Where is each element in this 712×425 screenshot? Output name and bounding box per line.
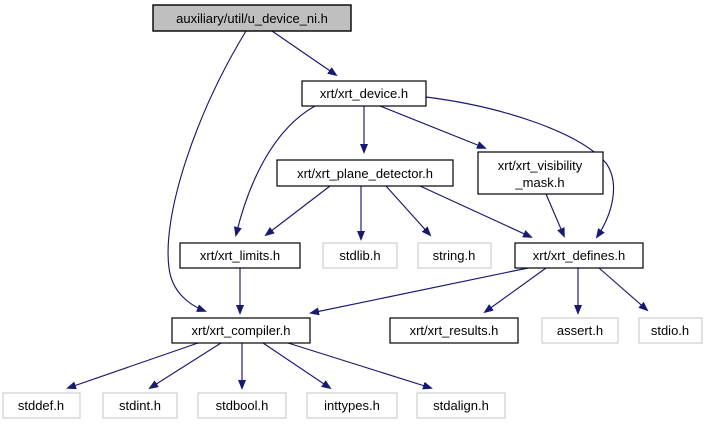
edge-u-device-ni-to-xrt-device bbox=[271, 30, 338, 77]
node-xrt-results-label: xrt/xrt_results.h bbox=[410, 323, 499, 338]
edge-xrt-defines-to-stdio bbox=[598, 267, 649, 312]
node-xrt-visibility-mask-label-line1: xrt/xrt_visibility bbox=[498, 158, 583, 173]
node-xrt-defines-label: xrt/xrt_defines.h bbox=[533, 248, 626, 263]
edge-xrt-defines-to-xrt-results bbox=[483, 267, 547, 314]
node-group: auxiliary/util/u_device_ni.h xrt/xrt_dev… bbox=[2, 4, 703, 419]
node-stddef[interactable]: stddef.h bbox=[2, 392, 81, 419]
node-stddef-label: stddef.h bbox=[18, 398, 64, 413]
edge-xrt-plane-detector-to-xrt-limits bbox=[264, 185, 331, 237]
edge-xrt-plane-detector-to-string bbox=[385, 185, 432, 237]
node-stdlib-label: stdlib.h bbox=[339, 248, 380, 263]
node-stdalign[interactable]: stdalign.h bbox=[416, 392, 506, 419]
edge-xrt-compiler-to-stdint bbox=[148, 342, 222, 390]
node-inttypes-label: inttypes.h bbox=[324, 398, 380, 413]
node-xrt-device[interactable]: xrt/xrt_device.h bbox=[301, 80, 427, 107]
node-stdint[interactable]: stdint.h bbox=[102, 392, 178, 419]
node-assert[interactable]: assert.h bbox=[541, 317, 619, 344]
edge-xrt-device-to-xrt-visibility-mask bbox=[379, 105, 487, 149]
node-stdalign-label: stdalign.h bbox=[433, 398, 489, 413]
node-u-device-ni-label: auxiliary/util/u_device_ni.h bbox=[176, 11, 328, 26]
edge-xrt-defines-to-xrt-compiler bbox=[309, 267, 529, 316]
node-xrt-compiler-label: xrt/xrt_compiler.h bbox=[192, 323, 291, 338]
edge-xrt-plane-detector-to-xrt-defines bbox=[419, 185, 533, 238]
node-string-label: string.h bbox=[433, 248, 476, 263]
edge-xrt-compiler-to-inttypes bbox=[262, 342, 332, 390]
edge-xrt-device-to-xrt-limits bbox=[233, 105, 316, 237]
node-xrt-limits-label: xrt/xrt_limits.h bbox=[200, 248, 280, 263]
edge-xrt-visibility-mask-to-xrt-defines bbox=[545, 193, 565, 238]
node-stdio[interactable]: stdio.h bbox=[638, 317, 703, 344]
node-xrt-plane-detector-label: xrt/xrt_plane_detector.h bbox=[297, 166, 433, 181]
edge-xrt-compiler-to-stddef bbox=[66, 342, 199, 390]
node-string[interactable]: string.h bbox=[417, 242, 492, 269]
edge-xrt-compiler-to-stdalign bbox=[287, 342, 433, 390]
node-xrt-compiler[interactable]: xrt/xrt_compiler.h bbox=[171, 317, 311, 344]
node-xrt-results[interactable]: xrt/xrt_results.h bbox=[389, 317, 519, 344]
node-xrt-device-label: xrt/xrt_device.h bbox=[320, 86, 408, 101]
node-inttypes[interactable]: inttypes.h bbox=[306, 392, 398, 419]
node-stdio-label: stdio.h bbox=[651, 323, 689, 338]
edge-u-device-ni-to-xrt-compiler bbox=[167, 30, 247, 312]
node-xrt-visibility-mask[interactable]: xrt/xrt_visibility _mask.h bbox=[477, 151, 604, 195]
node-stdint-label: stdint.h bbox=[119, 398, 161, 413]
node-xrt-visibility-mask-label-line2: _mask.h bbox=[514, 175, 564, 190]
node-xrt-limits[interactable]: xrt/xrt_limits.h bbox=[179, 242, 301, 269]
node-u-device-ni[interactable]: auxiliary/util/u_device_ni.h bbox=[152, 4, 352, 32]
node-stdlib[interactable]: stdlib.h bbox=[322, 242, 398, 269]
node-assert-label: assert.h bbox=[557, 323, 603, 338]
node-xrt-plane-detector[interactable]: xrt/xrt_plane_detector.h bbox=[276, 159, 454, 187]
node-xrt-defines[interactable]: xrt/xrt_defines.h bbox=[514, 242, 644, 269]
node-stdbool-label: stdbool.h bbox=[216, 398, 269, 413]
node-stdbool[interactable]: stdbool.h bbox=[197, 392, 287, 419]
